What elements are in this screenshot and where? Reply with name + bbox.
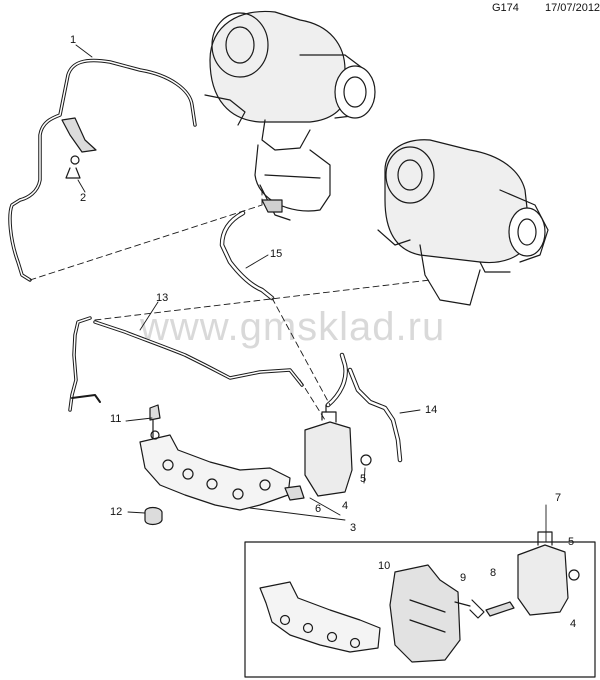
callout-10: 10 xyxy=(378,560,391,572)
callout-9: 9 xyxy=(460,572,467,584)
diagram-code: G174 xyxy=(492,2,519,14)
callout-leaders xyxy=(75,44,421,521)
callout-4-inset: 4 xyxy=(570,618,577,630)
callout-8: 8 xyxy=(490,567,497,579)
watermark: www.gmsklad.ru xyxy=(140,305,446,349)
callout-14: 14 xyxy=(425,404,438,416)
callout-2: 2 xyxy=(80,192,87,204)
callout-7: 7 xyxy=(555,492,562,504)
callout-5-inset: 5 xyxy=(568,536,575,548)
grommet-12 xyxy=(144,506,163,526)
callout-5: 5 xyxy=(360,473,367,485)
callout-3: 3 xyxy=(350,522,357,534)
vacuum-hose-1 xyxy=(8,58,197,282)
turbocharger-lower xyxy=(377,139,549,306)
solenoid-valve-4 xyxy=(304,404,372,497)
clip-2 xyxy=(61,117,97,179)
diagram-date: 17/07/2012 xyxy=(545,2,600,14)
callout-11: 11 xyxy=(110,413,122,425)
callout-6: 6 xyxy=(315,503,322,515)
vacuum-hose-15 xyxy=(219,210,275,301)
callout-12: 12 xyxy=(110,506,123,518)
turbocharger-upper xyxy=(204,10,376,221)
callout-13: 13 xyxy=(156,292,169,304)
callout-1: 1 xyxy=(70,34,77,46)
inset-detail-7 xyxy=(244,504,596,678)
bracket-assembly xyxy=(139,404,305,511)
vacuum-hose-13 xyxy=(68,316,304,412)
callout-4: 4 xyxy=(342,500,349,512)
callout-15: 15 xyxy=(270,248,283,260)
